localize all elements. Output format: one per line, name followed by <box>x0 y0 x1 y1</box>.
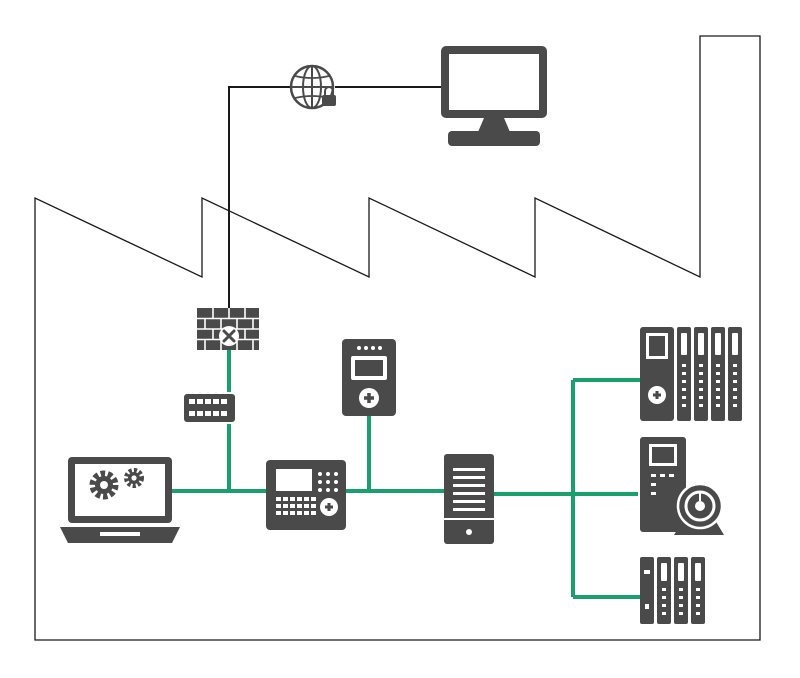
internet-link <box>228 86 443 308</box>
remote-io-modules-icon <box>640 557 705 624</box>
globe-lock-icon <box>289 64 336 110</box>
plc-io-modules-icon <box>640 327 742 421</box>
laptop-gears-icon <box>60 457 180 543</box>
hmi-keypad-panel-icon <box>266 460 346 530</box>
firewall-brick-wall-icon <box>197 308 259 350</box>
server-tower-icon <box>444 454 494 544</box>
gear-icon <box>89 470 119 500</box>
desktop-monitor-icon <box>441 46 547 146</box>
ethernet-network <box>172 350 640 599</box>
gear-icon <box>124 468 144 488</box>
drive-with-motor-icon <box>640 437 724 535</box>
factory-outline <box>34 35 761 641</box>
network-switch-icon <box>184 394 235 422</box>
handheld-controller-icon <box>342 339 396 416</box>
